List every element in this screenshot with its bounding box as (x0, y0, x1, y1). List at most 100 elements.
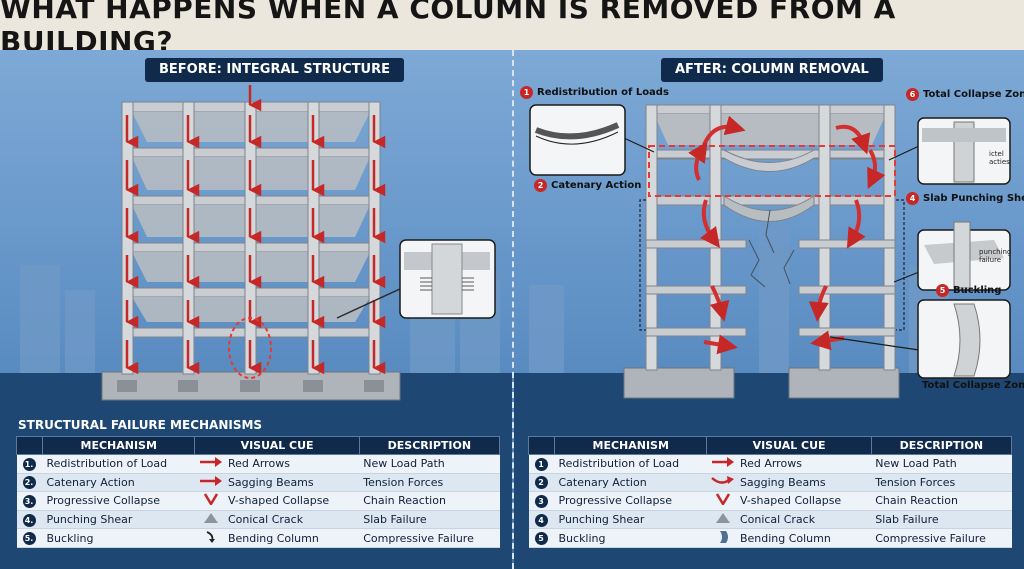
row-number: 4. (16, 510, 43, 530)
description-cell: New Load Path (359, 454, 500, 474)
callout-total-collapse: 6 Total Collapse Zone (906, 88, 1024, 101)
mechanism-cell: Catenary Action (42, 473, 195, 493)
description-cell: Chain Reaction (871, 491, 1012, 511)
header-mechanism: MECHANISM (41, 436, 196, 455)
description-cell: Tension Forces (359, 473, 500, 493)
mechanism-cell: Punching Shear (42, 510, 195, 530)
inset-annotation-ictel: ictel acties (989, 150, 1010, 166)
visual-cue-cell: Sagging Beams (194, 473, 360, 493)
callout-punching-shear: 4 Slab Punching Shear (906, 192, 1024, 205)
description-cell: New Load Path (871, 454, 1012, 474)
cue-text: Sagging Beams (739, 475, 826, 489)
joint-detail-inset (399, 239, 496, 319)
callout-buckling: 5 Buckling (936, 284, 1001, 297)
callout-text: Slab Punching Shear (923, 193, 1024, 204)
visual-cue-cell: V-shaped Collapse (194, 491, 360, 511)
base-supports (117, 380, 384, 392)
sagging-arrow-icon (711, 475, 735, 490)
title-banner: WHAT HAPPENS WHEN A COLUMN IS REMOVED FR… (0, 0, 1024, 58)
punching-inset (917, 221, 1011, 291)
callout-number: 6 (906, 88, 919, 101)
visual-cue-cell: Red Arrows (706, 454, 872, 474)
mechanism-cell: Punching Shear (554, 510, 707, 530)
red-arrow-icon (199, 475, 223, 490)
v-shape-icon (711, 493, 735, 508)
cue-text: Sagging Beams (227, 475, 314, 489)
row-number-badge: 3 (534, 494, 548, 508)
description-cell: Chain Reaction (359, 491, 500, 511)
load-arrows (125, 85, 386, 375)
row-number-badge: 3. (22, 494, 36, 508)
callout-number: 5 (936, 284, 949, 297)
cue-text: Conical Crack (227, 513, 304, 527)
inset-text: failure (979, 256, 1002, 264)
row-number: 3 (528, 491, 555, 511)
row-number: 4 (528, 510, 555, 530)
description-cell: Tension Forces (871, 473, 1012, 493)
visual-cue-cell: V-shaped Collapse (706, 491, 872, 511)
callout-bottom-collapse: Total Collapse Zone (922, 380, 1024, 391)
mechanism-cell: Progressive Collapse (42, 491, 195, 511)
row-number-badge: 2. (22, 476, 36, 490)
callout-number: 1 (520, 86, 533, 99)
left-bracket (639, 199, 646, 331)
visual-cue-cell: Conical Crack (706, 510, 872, 530)
callout-redistribution: 1 Redistribution of Loads (520, 86, 669, 99)
cue-text: V-shaped Collapse (227, 494, 330, 508)
collapse-zone-inset (917, 117, 1011, 185)
cue-text: Conical Crack (739, 513, 816, 527)
inset-text: acties (989, 158, 1010, 166)
after-label: AFTER: COLUMN REMOVAL (661, 58, 883, 82)
inset-leaders (623, 137, 920, 351)
callout-number: 2 (534, 179, 547, 192)
target-column-highlight (228, 317, 272, 379)
callout-text: Total Collapse Zone (922, 380, 1024, 391)
callout-text: Total Collapse Zone (923, 89, 1024, 100)
collapsed-slab (723, 195, 815, 222)
row-number: 1 (528, 454, 555, 474)
bent-arrow-icon (199, 530, 223, 546)
mechanism-cell: Redistribution of Load (42, 454, 195, 474)
buckling-inset (917, 299, 1011, 379)
callout-text: Buckling (953, 285, 1002, 296)
right-bracket (896, 199, 905, 331)
mechanism-cell: Buckling (554, 528, 707, 548)
row-number-badge: 4 (534, 513, 548, 527)
row-number-badge: 2 (534, 476, 548, 490)
cue-text: Red Arrows (227, 457, 290, 471)
cone-icon (199, 512, 223, 527)
visual-cue-cell: Bending Column (706, 528, 872, 548)
header-description: DESCRIPTION (358, 436, 501, 455)
callout-text: Redistribution of Loads (537, 87, 669, 98)
left-mechanism-table: MECHANISM VISUAL CUE DESCRIPTION 1. Redis… (16, 436, 501, 548)
catenary-inset (529, 104, 626, 176)
redistribution-arrows (688, 115, 886, 355)
row-number: 5. (16, 528, 43, 548)
table-row: 1. Redistribution of Load Red Arrows New Lo… (16, 454, 500, 474)
description-cell: Compressive Failure (871, 528, 1012, 548)
row-number-badge: 1. (22, 457, 36, 471)
row-number-badge: 5 (534, 532, 548, 546)
catenary-zone-highlight (648, 145, 896, 197)
row-number: 5 (528, 528, 555, 548)
red-arrow-icon (199, 456, 223, 471)
table-section-title: STRUCTURAL FAILURE MECHANISMS (18, 418, 263, 432)
cue-text: V-shaped Collapse (739, 494, 842, 508)
mechanism-cell: Progressive Collapse (554, 491, 707, 511)
row-number-badge: 1 (534, 457, 548, 471)
cone-icon (711, 512, 735, 527)
row-number-badge: 4. (22, 513, 36, 527)
cue-text: Red Arrows (739, 457, 802, 471)
inset-text: ictel (989, 150, 1004, 158)
table-row: 3. Progressive Collapse V-shaped Collapse C… (16, 491, 500, 511)
cue-text: Bending Column (227, 531, 319, 545)
header-visual-cue: VISUAL CUE (194, 436, 360, 455)
inset-leader-line (336, 287, 403, 319)
